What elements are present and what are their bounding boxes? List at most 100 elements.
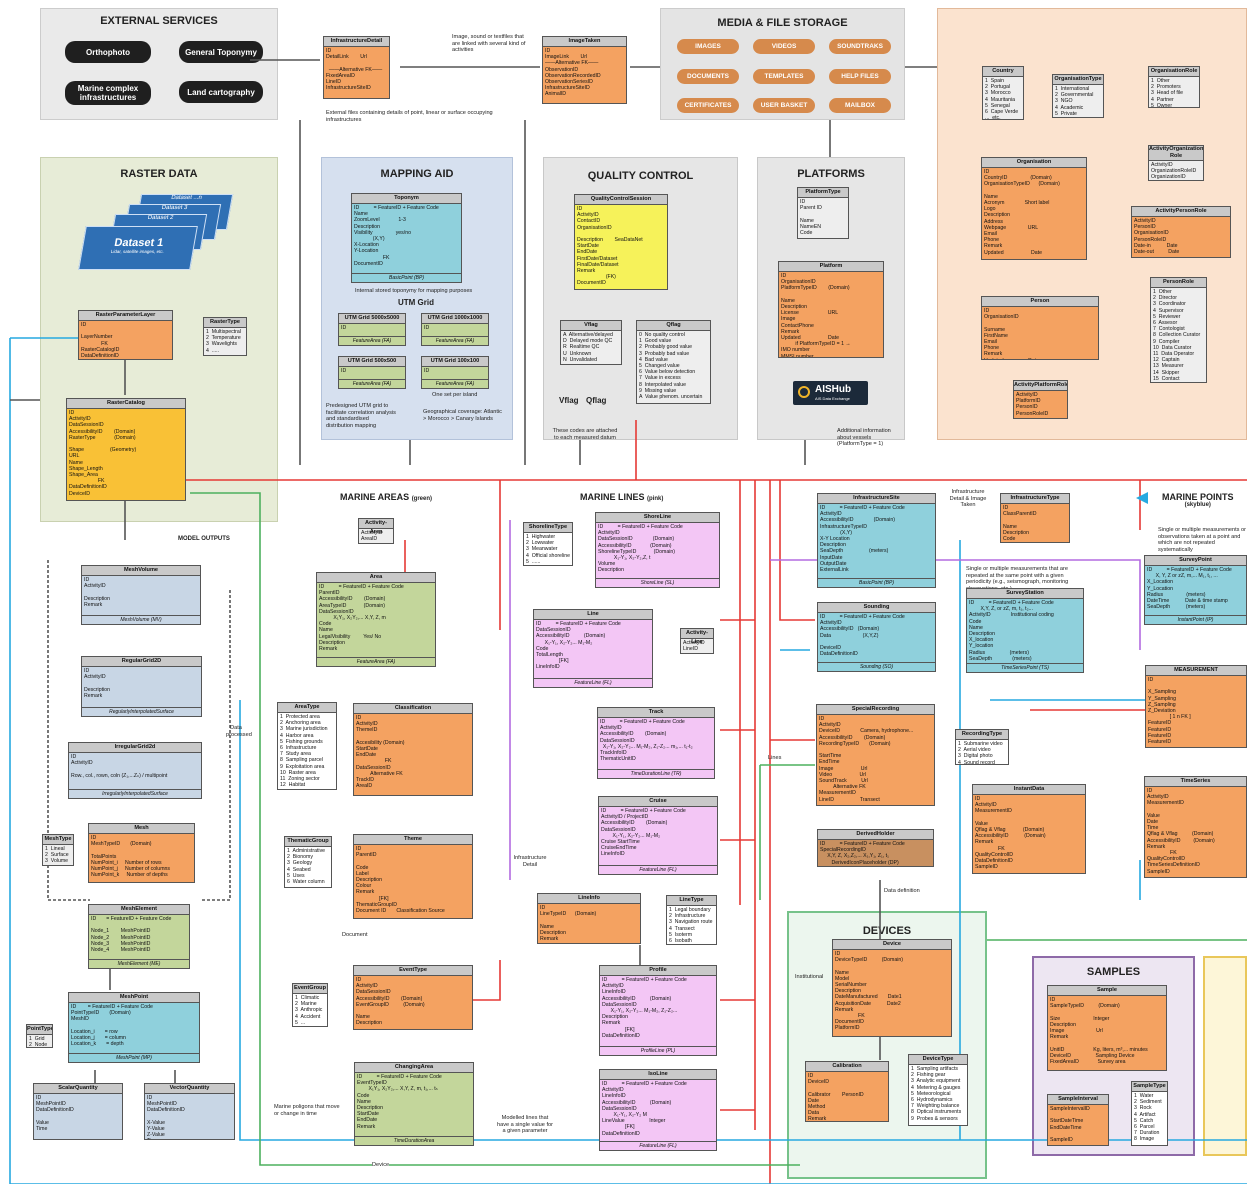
raster-data-title: RASTER DATA: [120, 168, 198, 180]
marine-infrastructures-service[interactable]: Marine complex infrastructures: [65, 81, 151, 105]
media-storage-region: MEDIA & FILE STORAGE IMAGES VIDEOS SOUND…: [660, 8, 905, 120]
external-services-title: EXTERNAL SERVICES: [100, 15, 218, 27]
media-images[interactable]: IMAGES: [677, 39, 739, 54]
media-certificates[interactable]: CERTIFICATES: [677, 98, 739, 113]
aishub-badge[interactable]: AISHub AIS Data Exchange: [793, 381, 868, 405]
media-soundtracks[interactable]: SOUNDTRAKS: [829, 39, 891, 54]
dataset-1-layer[interactable]: Dataset 1 Lidar, satellite images, etc.: [78, 226, 198, 270]
image-note: Image, sound or textfiles that are linke…: [452, 34, 526, 54]
media-documents[interactable]: DOCUMENTS: [677, 69, 739, 84]
media-help-files[interactable]: HELP FILES: [829, 69, 891, 84]
general-toponymy-service[interactable]: General Toponymy: [179, 41, 263, 63]
institutional-note: Institutional: [795, 974, 824, 980]
aishub-logo-icon: [798, 386, 810, 398]
media-user-basket[interactable]: USER BASKET: [753, 98, 815, 113]
utm-note: Predesigned UTM grid to facilitate corre…: [326, 403, 396, 429]
utm-grid-title: UTM Grid: [398, 298, 434, 307]
media-storage-title: MEDIA & FILE STORAGE: [717, 17, 848, 29]
land-cartography-service[interactable]: Land cartography: [179, 81, 263, 103]
samples-title: SAMPLES: [1086, 966, 1141, 978]
lines-note: Lines: [768, 755, 782, 761]
orthophoto-service[interactable]: Orthophoto: [65, 41, 151, 63]
marine-points-title: MARINE POINTS(skyblue): [1162, 492, 1234, 508]
media-templates[interactable]: TEMPLATES: [753, 69, 815, 84]
right-yellow-region: [1203, 956, 1247, 1156]
media-videos[interactable]: VIDEOS: [753, 39, 815, 54]
media-mailbox[interactable]: MAILBOX: [829, 98, 891, 113]
data-definition-note: Data definition: [884, 888, 920, 895]
